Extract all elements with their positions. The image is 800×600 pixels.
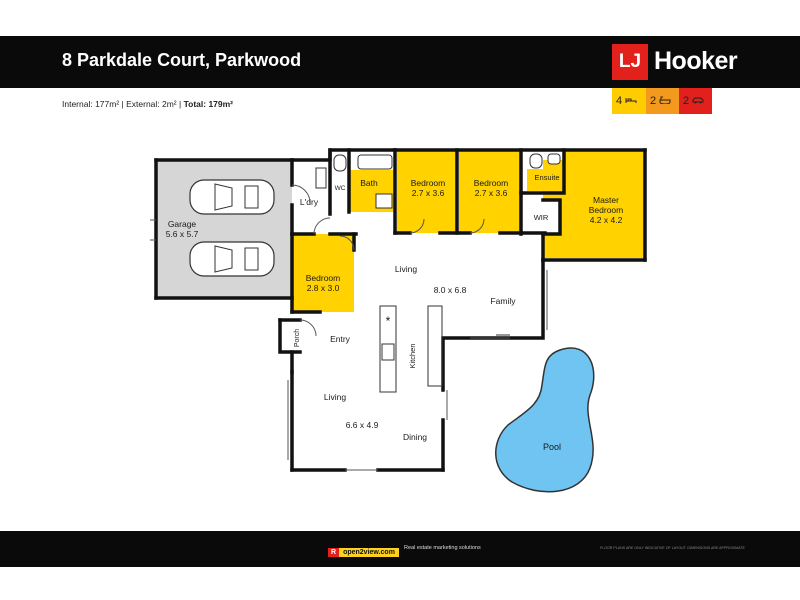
- laundry-name: L'dry: [300, 197, 319, 207]
- wc-name: WC: [335, 185, 346, 192]
- bathtub-icon: [357, 154, 393, 170]
- bath-name: Bath: [360, 178, 378, 188]
- car-icon: [189, 179, 275, 215]
- cars-feature: 2: [679, 88, 712, 114]
- master-name: Master: [593, 195, 619, 205]
- door-swing: [469, 218, 485, 234]
- area-internal-external: Internal: 177m² | External: 2m² |: [62, 99, 184, 109]
- window: [150, 219, 156, 241]
- garage-name: Garage: [168, 219, 197, 229]
- bed-icon: [625, 98, 637, 103]
- garage-cars: [189, 179, 275, 277]
- kitchen-name: Kitchen: [408, 343, 417, 368]
- header-bar: 8 Parkdale Court, Parkwood LJ Hooker: [0, 36, 800, 88]
- master-size: 4.2 x 4.2: [590, 215, 623, 225]
- bedroom-2-area: [397, 149, 457, 233]
- family-name: Family: [490, 296, 516, 306]
- bedrooms-count: 4: [616, 95, 623, 107]
- wir-name: WIR: [534, 213, 549, 222]
- kitchen-bench: [379, 305, 397, 393]
- entry-name: Entry: [330, 334, 351, 344]
- ensuite-toilet-icon: [529, 153, 543, 169]
- dining-name: Dining: [403, 432, 427, 442]
- bedroom-4-size: 2.8 x 3.0: [307, 283, 340, 293]
- living-top-name: Living: [395, 264, 417, 274]
- bedroom-4-name: Bedroom: [306, 273, 341, 283]
- open2view-tagline: Real estate marketing solutions: [404, 545, 481, 551]
- cooktop-icon: [381, 343, 395, 361]
- basin-icon: [547, 153, 561, 165]
- laundry-tub-icon: [315, 167, 327, 189]
- property-address: 8 Parkdale Court, Parkwood: [62, 50, 302, 70]
- disclaimer-text: FLOOR PLANS ARE ONLY INDICATIVE OF LAYOU…: [600, 546, 745, 550]
- open2view-brand: open2view.com: [339, 548, 399, 558]
- wall: [441, 258, 545, 392]
- logo-mark: LJ: [612, 44, 648, 80]
- pool-shape: [495, 347, 595, 493]
- door-swing: [299, 319, 317, 337]
- bedroom-2-size: 2.7 x 3.6: [412, 188, 445, 198]
- living-bottom-size: 6.6 x 4.9: [346, 420, 379, 430]
- door-swing: [313, 217, 331, 235]
- bedroom-3-area: [459, 149, 521, 233]
- car-icon: [692, 97, 704, 104]
- area-summary: Internal: 177m² | External: 2m² | Total:…: [62, 99, 233, 109]
- bedrooms-feature: 4: [612, 88, 646, 114]
- bathrooms-feature: 2: [646, 88, 679, 114]
- wall: [541, 198, 562, 236]
- kitchen-island: [427, 305, 443, 387]
- door-swing: [291, 184, 311, 204]
- pool-name: Pool: [543, 442, 561, 452]
- living-top-size: 8.0 x 6.8: [434, 285, 467, 295]
- open2view-badge: R: [328, 548, 340, 558]
- shower-icon: [375, 193, 393, 209]
- garage-size: 5.6 x 5.7: [166, 229, 199, 239]
- master-name-2: Bedroom: [589, 205, 624, 215]
- area-total: Total: 179m²: [183, 99, 234, 109]
- door-swing: [339, 235, 355, 251]
- bedroom-2-name: Bedroom: [411, 178, 446, 188]
- ensuite-area: [527, 169, 563, 191]
- wall: [519, 148, 566, 195]
- master-bedroom-area: [543, 149, 645, 258]
- door-swing: [409, 218, 425, 234]
- toilet-icon: [333, 154, 347, 172]
- fan-icon: *: [386, 314, 391, 328]
- bedroom-3-size: 2.7 x 3.6: [475, 188, 508, 198]
- bedroom-4-area: [292, 234, 354, 312]
- logo-wordmark: Hooker: [654, 47, 738, 75]
- living-bottom-name: Living: [324, 392, 346, 402]
- car-icon: [189, 241, 275, 277]
- porch-name: Porch: [294, 329, 301, 347]
- cars-count: 2: [683, 95, 690, 107]
- bedroom-3-name: Bedroom: [474, 178, 509, 188]
- ensuite-name: Ensuite: [534, 173, 559, 182]
- feature-stripe: 4 2 2: [612, 88, 712, 114]
- bathrooms-count: 2: [650, 95, 657, 107]
